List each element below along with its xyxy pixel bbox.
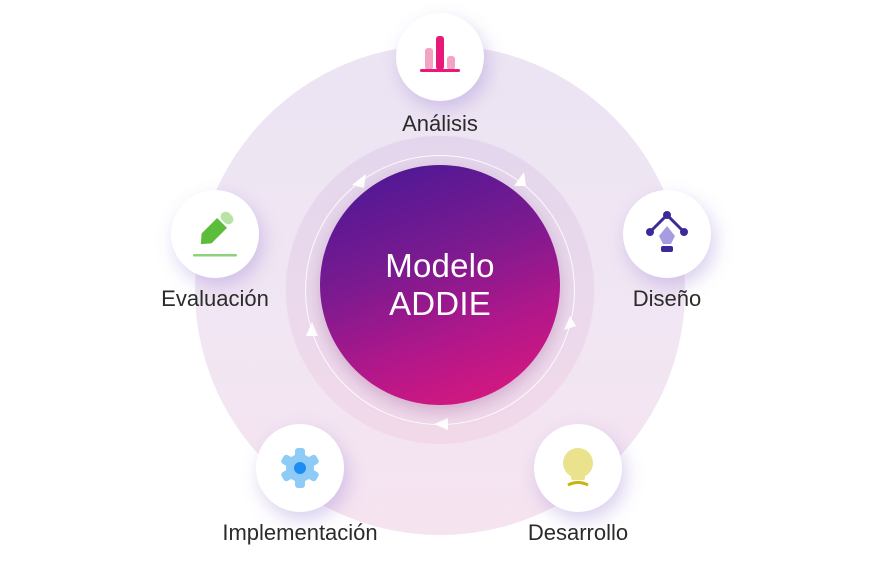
arrow-icon xyxy=(434,418,448,430)
stage-label-evaluacion: Evaluación xyxy=(161,286,269,311)
stage-label-implementacion: Implementación xyxy=(222,520,378,545)
stage-label-diseno: Diseño xyxy=(632,286,702,311)
pencil-icon xyxy=(193,211,237,257)
center-title-line1: Modelo xyxy=(385,247,495,284)
stage-analisis xyxy=(396,13,484,101)
stage-evaluacion xyxy=(171,190,259,278)
lightbulb-icon xyxy=(563,448,593,487)
stage-label-desarrollo: Desarrollo xyxy=(527,520,629,545)
arrow-icon xyxy=(306,322,318,336)
stage-implementacion xyxy=(256,424,344,512)
arrow-icon xyxy=(352,174,366,188)
arrow-icon xyxy=(514,172,526,186)
center-circle: Modelo ADDIE xyxy=(320,165,560,405)
stage-label-analisis: Análisis xyxy=(402,111,478,136)
stage-diseno xyxy=(623,190,711,278)
bar-chart-icon xyxy=(420,36,460,72)
arrow-icon xyxy=(564,316,576,330)
stage-desarrollo xyxy=(534,424,622,512)
gear-icon xyxy=(281,448,319,488)
center-title-line2: ADDIE xyxy=(389,285,491,322)
vector-pen-icon xyxy=(646,211,688,252)
